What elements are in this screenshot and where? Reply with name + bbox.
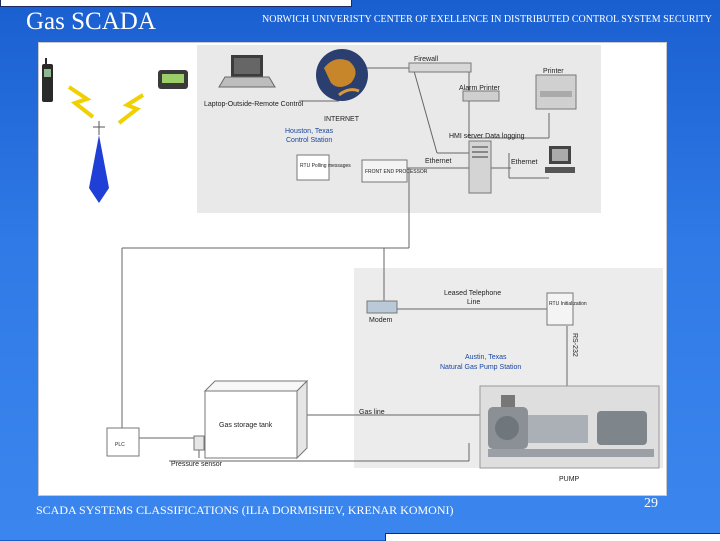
ethernet-left-label: Ethernet bbox=[425, 158, 452, 165]
pressure-sensor-label: Pressure sensor bbox=[171, 461, 223, 468]
wireless-signal-icon bbox=[67, 85, 95, 119]
plc-label: PLC bbox=[115, 442, 125, 448]
rs232-label: RS-232 bbox=[571, 333, 578, 357]
pump-label: PUMP bbox=[559, 476, 580, 483]
alarm-printer-label: Alarm Printer bbox=[459, 85, 501, 92]
austin-station-label-line2: Natural Gas Pump Station bbox=[440, 364, 521, 371]
top-rule bbox=[0, 0, 352, 7]
leased-line-label-line1: Leased Telephone bbox=[444, 290, 501, 297]
plc-icon bbox=[106, 427, 140, 457]
radio-tower-icon bbox=[89, 121, 109, 203]
rtu-initialization-label: RTU Initialization bbox=[549, 301, 587, 307]
workstation-icon bbox=[545, 146, 575, 173]
front-end-processor-icon bbox=[361, 159, 408, 183]
hmi-server-label: HMI server Data logging bbox=[449, 133, 525, 140]
laptop-label: Laptop-Outside-Remote Control bbox=[204, 101, 304, 108]
front-end-processor-label: FRONT END PROCESSOR bbox=[365, 169, 428, 175]
rtu-polling-label: RTU Polling messages bbox=[300, 163, 351, 169]
printer-label: Printer bbox=[543, 68, 564, 75]
gas-line-label: Gas line bbox=[359, 409, 385, 416]
gas-storage-tank-icon bbox=[203, 379, 309, 460]
gas-pump-icon bbox=[479, 385, 660, 469]
wireless-signal-icon bbox=[117, 93, 145, 125]
alarm-printer-icon bbox=[462, 90, 500, 102]
network-links bbox=[121, 67, 568, 462]
houston-station-label-line1: Houston, Texas bbox=[285, 128, 334, 135]
scada-network-diagram: Laptop-Outside-Remote Control INTERNET F… bbox=[38, 42, 667, 496]
rtu-initialization-icon bbox=[546, 292, 574, 326]
pager-icon bbox=[158, 70, 188, 89]
houston-station-label-line2: Control Station bbox=[286, 137, 332, 144]
slide-footer: SCADA SYSTEMS CLASSIFICATIONS (ILIA DORM… bbox=[36, 503, 454, 517]
pressure-sensor-icon bbox=[193, 435, 205, 451]
bottom-rule bbox=[385, 533, 720, 541]
firewall-icon bbox=[408, 62, 472, 73]
gas-storage-tank-label: Gas storage tank bbox=[219, 422, 273, 429]
printer-icon bbox=[535, 74, 577, 110]
cell-phone-icon bbox=[42, 58, 53, 102]
internet-globe-icon bbox=[316, 49, 368, 101]
firewall-label: Firewall bbox=[414, 56, 439, 63]
rtu-polling-icon bbox=[296, 154, 330, 181]
internet-label: INTERNET bbox=[324, 116, 360, 123]
page-number: 29 bbox=[644, 496, 658, 511]
hmi-server-icon bbox=[468, 140, 492, 194]
modem-label: Modem bbox=[369, 317, 393, 324]
ethernet-right-label: Ethernet bbox=[511, 159, 538, 166]
houston-station-region bbox=[197, 45, 601, 213]
leased-line-label-line2: Line bbox=[467, 299, 480, 306]
laptop-icon bbox=[218, 55, 276, 88]
slide-subtitle: NORWICH UNIVERISTY CENTER OF EXELLENCE I… bbox=[262, 14, 713, 25]
slide-title: Gas SCADA bbox=[26, 8, 156, 35]
modem-icon bbox=[366, 300, 398, 314]
austin-station-label-line1: Austin, Texas bbox=[465, 354, 507, 361]
